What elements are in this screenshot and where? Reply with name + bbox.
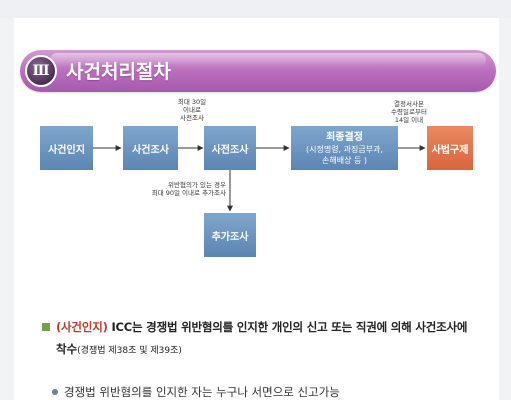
round-bullet [52, 389, 58, 395]
final-decision-sub-1: (시정명령, 과징금부과, [306, 144, 383, 154]
flow-box-incident-recognition: 사건인지 [40, 126, 93, 170]
paragraph-law-reference: (경쟁법 제38조 및 제39조) [77, 346, 182, 356]
note-1-line-3: 사전조사 [180, 114, 204, 122]
note-3-line-1: 위반혐의가 있는 경우 [168, 181, 226, 189]
section-numeral-badge: Ⅲ [25, 55, 57, 87]
right-margin-band [499, 18, 511, 400]
flow-box-judicial-remedy: 사법구제 [427, 126, 473, 170]
left-margin-band [0, 18, 14, 400]
final-decision-title: 최종결정 [326, 131, 363, 143]
flow-box-case-investigation: 사건조사 [123, 126, 178, 170]
section-heading-bar [20, 50, 496, 92]
note-3-line-2: 최대 90일 이내로 추가조사 [151, 189, 226, 197]
green-square-bullet [42, 323, 50, 331]
paragraph-continuation: 착수(경쟁법 제38조 및 제39조) [56, 339, 496, 361]
note-preliminary-period: 최대 30일 이내로 사전조사 [172, 98, 212, 122]
paragraph-text: ICC는 경쟁법 위반혐의를 인지한 개인의 신고 또는 직권에 의해 사건조사… [107, 320, 468, 334]
note-2-line-2: 수령일로부터 [391, 108, 427, 116]
paragraph-strong: 착수 [56, 342, 78, 356]
note-2-line-3: 14일 이내 [394, 116, 424, 124]
note-1-line-2: 이내로 [183, 106, 201, 114]
note-additional-investigation: 위반혐의가 있는 경우 최대 90일 이내로 추가조사 [120, 181, 226, 197]
flow-box-final-decision: 최종결정 (시정명령, 과징금부과, 손해배상 등 ) [291, 126, 398, 170]
flow-box-preliminary-investigation: 사전조사 [204, 126, 256, 170]
note-1-line-1: 최대 30일 [177, 98, 207, 106]
note-judicial-period: 결정서사본 수령일로부터 14일 이내 [383, 100, 435, 124]
top-band [0, 0, 511, 18]
flow-box-additional-investigation: 추가조사 [204, 213, 256, 257]
paragraph-accent: (사건인지) [56, 320, 108, 334]
final-decision-sub-2: 손해배상 등 ) [321, 155, 367, 165]
note-2-line-1: 결정서사본 [394, 100, 424, 108]
bullet-text-report: 경쟁법 위반혐의를 인지한 자는 누구나 서면으로 신고가능 [64, 385, 340, 399]
section-title: 사건처리절차 [66, 61, 171, 83]
paragraph-incident-recognition: (사건인지) ICC는 경쟁법 위반혐의를 인지한 개인의 신고 또는 직권에 … [56, 317, 496, 337]
